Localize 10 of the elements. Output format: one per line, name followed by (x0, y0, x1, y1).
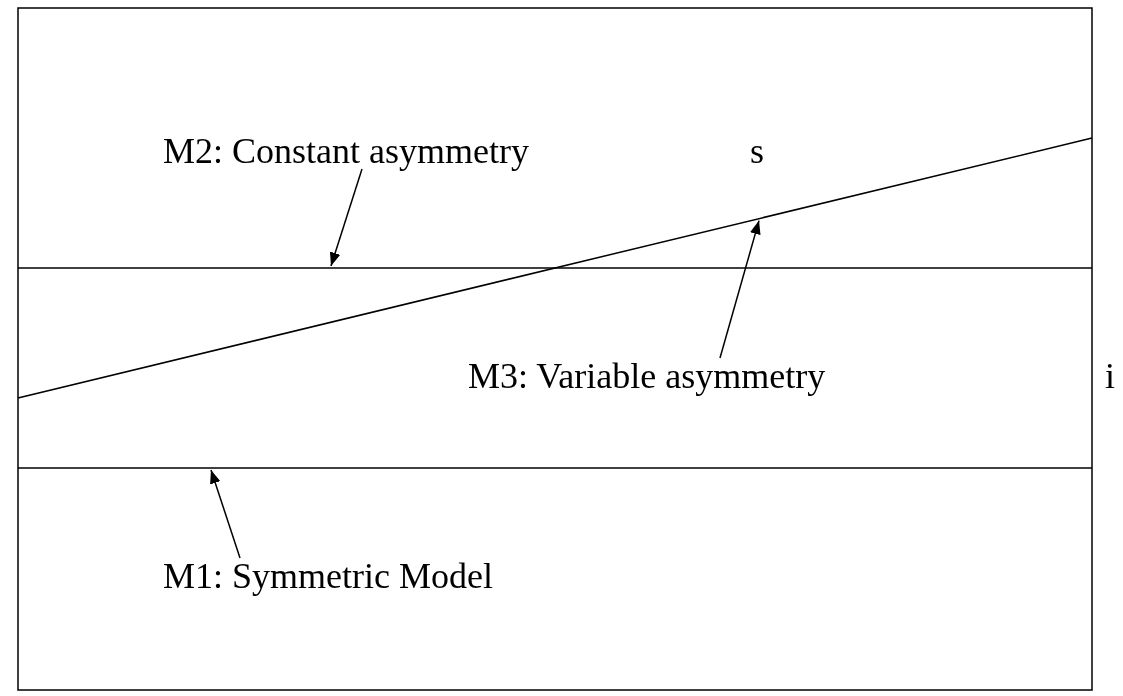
axis-label: i (1105, 358, 1115, 394)
model-label: M1: Symmetric Model (163, 558, 493, 594)
leader-arrow (719, 219, 761, 359)
sloped-line (17, 137, 1093, 399)
model-label: M2: Constant asymmetry (163, 133, 529, 169)
axis-label: s (750, 133, 764, 169)
leader-arrow (329, 168, 363, 267)
model-label: M3: Variable asymmetry (468, 358, 826, 394)
horizontal-line (17, 467, 1093, 469)
leader-arrow (210, 469, 241, 559)
